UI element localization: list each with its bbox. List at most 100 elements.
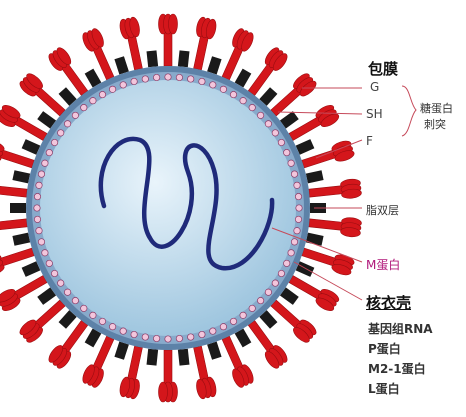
label-spike: 刺突 (424, 118, 446, 131)
sh-protein-block (84, 328, 102, 348)
m-protein-dot (271, 129, 279, 137)
sh-protein-block (234, 68, 252, 88)
m-protein-dot (164, 73, 172, 81)
f-glycoprotein-spike (19, 73, 66, 117)
m-protein-dot (239, 311, 247, 319)
sh-protein-block (58, 87, 77, 106)
m-protein-dot (209, 327, 217, 335)
m-protein-dot (64, 120, 72, 128)
label-l-protein: L蛋白 (368, 382, 400, 396)
m-protein-dot (229, 91, 238, 99)
m-protein-dot (287, 249, 295, 257)
sh-protein-block (207, 341, 222, 360)
sh-protein-block (10, 203, 26, 213)
m-protein-dot (51, 269, 59, 278)
sh-protein-block (146, 348, 159, 366)
m-protein-dot (187, 75, 195, 83)
m-protein-dot (277, 269, 285, 278)
m-protein-dot (175, 73, 183, 82)
m-protein-dot (89, 311, 97, 319)
f-glycoprotein-spike (308, 217, 362, 238)
m-protein-dot (141, 333, 149, 341)
f-glycoprotein-spike (119, 16, 143, 71)
m-protein-dot (130, 330, 138, 339)
f-glycoprotein-spike (247, 320, 288, 369)
m-protein-dot (153, 334, 161, 343)
f-glycoprotein-spike (193, 16, 217, 71)
m-protein-dot (153, 73, 161, 82)
f-glycoprotein-spike (288, 275, 340, 311)
sh-protein-block (279, 111, 299, 129)
label-sh: SH (366, 107, 383, 121)
m-protein-dot (290, 238, 299, 246)
m-protein-dot (71, 111, 79, 119)
label-envelope: 包膜 (368, 60, 399, 78)
m-protein-dot (264, 120, 272, 128)
m-protein-dot (41, 159, 49, 167)
sh-protein-block (12, 170, 31, 184)
sh-protein-block (12, 232, 31, 246)
f-glycoprotein-spike (301, 247, 355, 276)
f-glycoprotein-spike (221, 28, 254, 81)
label-genome-rna: 基因组RNA (368, 322, 433, 336)
sh-protein-block (305, 170, 324, 184)
m-protein-dot (80, 304, 88, 312)
sh-protein-block (234, 328, 252, 348)
virion-core (40, 80, 296, 336)
m-protein-dot (109, 85, 117, 93)
m-protein-dot (198, 77, 206, 86)
f-glycoprotein-spike (0, 247, 35, 276)
m-protein-dot (290, 170, 299, 178)
m-protein-dot (98, 91, 107, 99)
f-glycoprotein-spike (19, 299, 66, 343)
m-protein-dot (141, 75, 149, 83)
m-protein-dot (80, 104, 88, 112)
f-glycoprotein-spike (82, 335, 115, 388)
f-glycoprotein-spike (158, 349, 178, 403)
m-protein-dot (57, 279, 65, 287)
label-f: F (366, 134, 373, 148)
m-protein-dot (41, 249, 49, 257)
m-protein-dot (33, 204, 41, 212)
f-glycoprotein-spike (158, 13, 178, 67)
sh-protein-block (279, 287, 299, 305)
m-protein-dot (119, 81, 127, 89)
m-protein-dot (37, 238, 46, 246)
sh-protein-block (21, 139, 41, 155)
label-lipid-bilayer: 脂双层 (366, 204, 399, 217)
f-glycoprotein-spike (193, 345, 217, 400)
m-protein-dot (187, 333, 195, 341)
f-glycoprotein-spike (119, 345, 143, 400)
m-protein-dot (198, 330, 206, 339)
m-protein-dot (248, 304, 256, 312)
m-protein-dot (71, 297, 79, 305)
genome-rna-strand (98, 136, 275, 271)
m-protein-dot (239, 97, 247, 105)
f-glycoprotein-spike (247, 47, 288, 96)
m-protein-dot (229, 317, 238, 325)
m-protein-dot (257, 111, 265, 119)
f-glycoprotein-spike (0, 105, 48, 141)
sh-protein-block (21, 261, 41, 277)
f-glycoprotein-spike (0, 275, 48, 311)
m-protein-dot (283, 149, 291, 157)
m-protein-dot (293, 181, 301, 189)
m-protein-dot (130, 77, 138, 86)
m-protein-dot (119, 327, 127, 335)
f-glycoprotein-spike (301, 140, 355, 169)
sh-protein-block (259, 87, 278, 106)
sh-protein-block (37, 111, 57, 129)
label-m-protein: M蛋白 (366, 258, 401, 272)
m-protein-dot (109, 323, 117, 331)
m-protein-layer (33, 73, 303, 343)
sh-protein-block (58, 310, 77, 329)
sh-protein-block (114, 56, 129, 75)
f-glycoprotein-spike (48, 320, 89, 369)
sh-protein-block (295, 139, 315, 155)
m-protein-dot (264, 288, 272, 296)
m-protein-dot (293, 227, 301, 235)
f-glycoprotein-spike (288, 105, 340, 141)
m-protein-dot (35, 181, 43, 189)
label-p-protein: P蛋白 (368, 342, 401, 356)
